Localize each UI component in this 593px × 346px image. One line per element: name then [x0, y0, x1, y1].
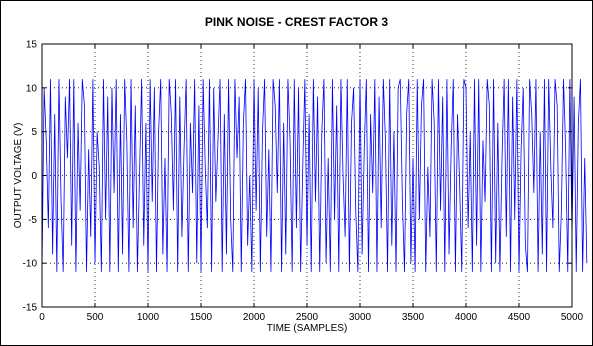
y-tick-labels: -15 -10 -5 0 5 10 15 [23, 40, 38, 314]
x-tick-label: 500 [87, 312, 104, 323]
x-tick-label: 0 [39, 312, 45, 323]
y-tick-label: -5 [28, 215, 37, 226]
x-tick-label: 2000 [243, 312, 266, 323]
y-tick-label: -15 [23, 303, 38, 314]
y-tick-label: 5 [31, 127, 37, 138]
x-tick-label: 3000 [349, 312, 372, 323]
x-tick-label: 3500 [402, 312, 425, 323]
x-tick-labels: 0 500 1000 1500 2000 2500 3000 3500 4000 4500 5000 [39, 312, 583, 323]
x-tick-label: 4000 [455, 312, 478, 323]
x-tick-label: 5000 [561, 312, 584, 323]
axis-ticks [41, 43, 573, 308]
y-tick-label: 15 [26, 40, 38, 51]
x-axis-label: TIME (SAMPLES) [267, 323, 348, 334]
y-axis-label: OUTPUT VOLTAGE (V) [13, 123, 24, 229]
x-tick-label: 1500 [190, 312, 213, 323]
y-tick-label: -10 [23, 259, 38, 270]
y-tick-label: 10 [26, 83, 38, 94]
y-tick-label: 0 [31, 171, 37, 182]
x-tick-label: 4500 [508, 312, 531, 323]
series-layer [41, 78, 588, 272]
x-tick-label: 1000 [137, 312, 160, 323]
chart-title: PINK NOISE - CREST FACTOR 3 [205, 15, 388, 29]
noise-series-line [41, 78, 588, 272]
x-tick-label: 2500 [296, 312, 319, 323]
